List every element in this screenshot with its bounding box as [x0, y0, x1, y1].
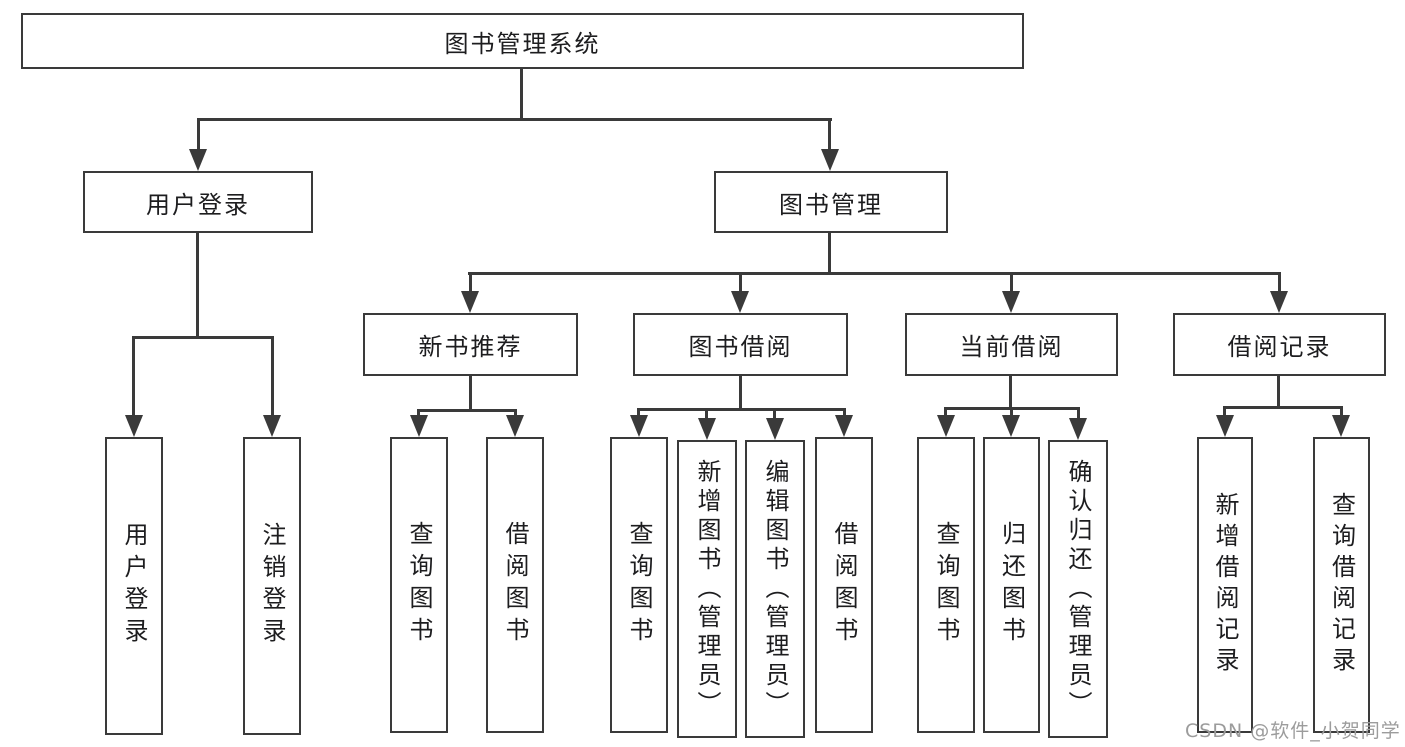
arrow-rec-query [1332, 415, 1350, 437]
node-label: 查询图书 [932, 521, 960, 649]
connector-root-hline [197, 118, 832, 121]
connector-newbook-down [469, 376, 472, 409]
connector-bb-edit-stem [773, 408, 776, 420]
arrow-nb-query [410, 415, 428, 437]
arrow-records [1270, 291, 1288, 313]
connector-records-down [1277, 376, 1280, 406]
connector-newbook-stem [469, 272, 472, 294]
connector-root-stem [520, 69, 523, 118]
connector-current-down [1009, 376, 1012, 407]
connector-bb-add-stem [705, 408, 708, 420]
connector-logout-leaf-stem [271, 336, 274, 420]
node-new-book-rec: 新书推荐 [363, 313, 578, 376]
arrow-login-leaf [125, 415, 143, 437]
leaf-cb-confirm-return-admin: 确认归还（管理员） [1048, 440, 1108, 738]
connector-cb-return-stem [1010, 407, 1013, 419]
watermark: CSDN @软件_小贺同学 [1185, 720, 1401, 742]
node-label: 借阅记录 [1227, 333, 1332, 361]
leaf-rec-query-borrow-record: 查询借阅记录 [1313, 437, 1370, 733]
arrow-cb-return [1002, 415, 1020, 437]
node-label: 注销登录 [258, 522, 286, 650]
connector-borrowing-stem [739, 272, 742, 294]
node-label: 借阅图书 [830, 521, 858, 649]
node-label: 新书推荐 [418, 333, 523, 361]
connector-book-mgmt-stem [828, 118, 831, 154]
connector-book-mgmt-down [828, 233, 831, 272]
arrow-nb-borrow [506, 415, 524, 437]
arrow-current [1002, 291, 1020, 313]
arrow-book-mgmt [821, 149, 839, 171]
leaf-rec-add-borrow-record: 新增借阅记录 [1197, 437, 1253, 733]
arrow-logout-leaf [263, 415, 281, 437]
arrow-borrowing [731, 291, 749, 313]
node-label: 编辑图书（管理员） [761, 458, 789, 720]
leaf-cb-query-books: 查询图书 [917, 437, 975, 733]
leaf-nb-query-books: 查询图书 [390, 437, 448, 733]
node-user-login: 用户登录 [83, 171, 313, 233]
node-label: 归还图书 [997, 521, 1026, 649]
connector-rec-add-stem [1223, 406, 1226, 418]
node-label: 新增借阅记录 [1211, 492, 1239, 678]
arrow-rec-add [1216, 415, 1234, 437]
connector-user-login-stem [197, 118, 200, 154]
arrow-newbook [461, 291, 479, 313]
arrow-bb-borrow [835, 415, 853, 437]
leaf-bb-query-books: 查询图书 [610, 437, 668, 733]
connector-rec-query-stem [1340, 406, 1343, 418]
connector-login-leaf-stem [132, 336, 135, 420]
arrow-cb-query [937, 415, 955, 437]
connector-user-login-down [196, 233, 199, 336]
arrow-user-login [189, 149, 207, 171]
leaf-bb-borrow-books: 借阅图书 [815, 437, 873, 733]
connector-bb-query-stem [637, 408, 640, 420]
node-label: 查询图书 [625, 521, 653, 649]
arrow-bb-query [630, 415, 648, 437]
connector-bb-borrow-stem [843, 408, 846, 420]
leaf-logout: 注销登录 [243, 437, 301, 735]
node-book-mgmt: 图书管理 [714, 171, 948, 233]
node-label: 图书管理系统 [444, 29, 601, 58]
arrow-cb-confirm [1069, 418, 1087, 440]
connector-records-hline [1223, 406, 1343, 409]
node-label: 借阅图书 [501, 521, 529, 649]
arrow-bb-edit [766, 418, 784, 440]
node-label: 图书借阅 [688, 333, 793, 361]
node-label: 当前借阅 [959, 333, 1064, 361]
node-borrow-records: 借阅记录 [1173, 313, 1386, 376]
connector-book-mgmt-hline [468, 272, 1281, 275]
connector-current-stem [1010, 272, 1013, 294]
node-label: 用户登录 [146, 190, 250, 219]
connector-cb-query-stem [944, 407, 947, 419]
connector-user-login-hline [132, 336, 274, 339]
leaf-cb-return-books: 归还图书 [983, 437, 1040, 733]
connector-newbook-hline [417, 409, 517, 412]
leaf-bb-add-books-admin: 新增图书（管理员） [677, 440, 737, 738]
node-label: 图书管理 [779, 190, 883, 219]
leaf-user-login: 用户登录 [105, 437, 163, 735]
leaf-bb-edit-books-admin: 编辑图书（管理员） [745, 440, 805, 738]
node-label: 新增图书（管理员） [693, 458, 721, 720]
node-label: 查询借阅记录 [1327, 492, 1356, 678]
node-label: 用户登录 [120, 522, 148, 650]
node-label: 确认归还（管理员） [1064, 458, 1092, 720]
node-library-system: 图书管理系统 [21, 13, 1024, 69]
connector-borrowing-down [739, 376, 742, 408]
connector-borrowing-hline [637, 408, 846, 411]
node-book-borrow: 图书借阅 [633, 313, 848, 376]
node-current-borrow: 当前借阅 [905, 313, 1118, 376]
arrow-bb-add [698, 418, 716, 440]
leaf-nb-borrow-books: 借阅图书 [486, 437, 544, 733]
connector-records-stem [1278, 272, 1281, 294]
connector-cb-confirm-stem [1077, 407, 1080, 419]
node-label: 查询图书 [405, 521, 433, 649]
